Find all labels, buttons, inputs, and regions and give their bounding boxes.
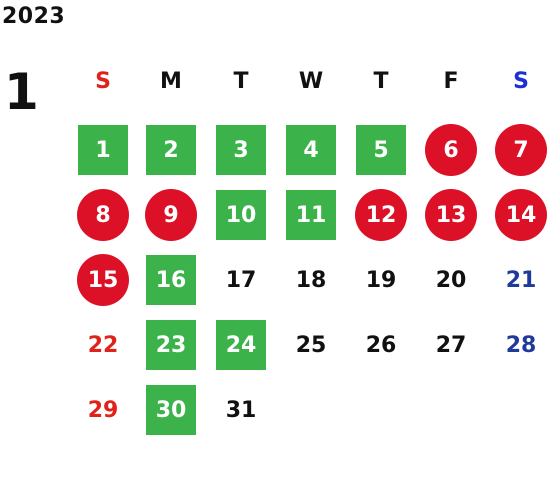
year-label: 2023 [2,4,66,29]
day-cell-9: 9 [145,189,197,241]
day-cell-1: 1 [78,125,128,175]
day-cell-21: 21 [505,267,537,293]
weekday-header: W [298,68,324,94]
day-cell-12: 12 [355,189,407,241]
day-cell-8: 8 [77,189,129,241]
day-cell-10: 10 [216,190,266,240]
day-cell-22: 22 [87,332,119,358]
month-number: 1 [4,63,39,121]
day-cell-31: 31 [225,397,257,423]
weekday-header: T [373,68,389,94]
day-cell-17: 17 [225,267,257,293]
day-cell-15: 15 [77,254,129,306]
weekday-header: T [233,68,249,94]
day-cell-26: 26 [365,332,397,358]
day-cell-29: 29 [87,397,119,423]
day-cell-16: 16 [146,255,196,305]
day-cell-19: 19 [365,267,397,293]
day-cell-2: 2 [146,125,196,175]
day-cell-3: 3 [216,125,266,175]
day-cell-6: 6 [425,124,477,176]
day-cell-27: 27 [435,332,467,358]
day-cell-28: 28 [505,332,537,358]
day-cell-18: 18 [295,267,327,293]
day-cell-5: 5 [356,125,406,175]
day-cell-14: 14 [495,189,547,241]
day-cell-20: 20 [435,267,467,293]
weekday-header: S [95,68,111,94]
day-cell-7: 7 [495,124,547,176]
day-cell-23: 23 [146,320,196,370]
day-cell-30: 30 [146,385,196,435]
day-cell-25: 25 [295,332,327,358]
weekday-header: S [513,68,529,94]
day-cell-11: 11 [286,190,336,240]
weekday-header: M [160,68,182,94]
weekday-header: F [443,68,459,94]
day-cell-13: 13 [425,189,477,241]
day-cell-24: 24 [216,320,266,370]
day-cell-4: 4 [286,125,336,175]
